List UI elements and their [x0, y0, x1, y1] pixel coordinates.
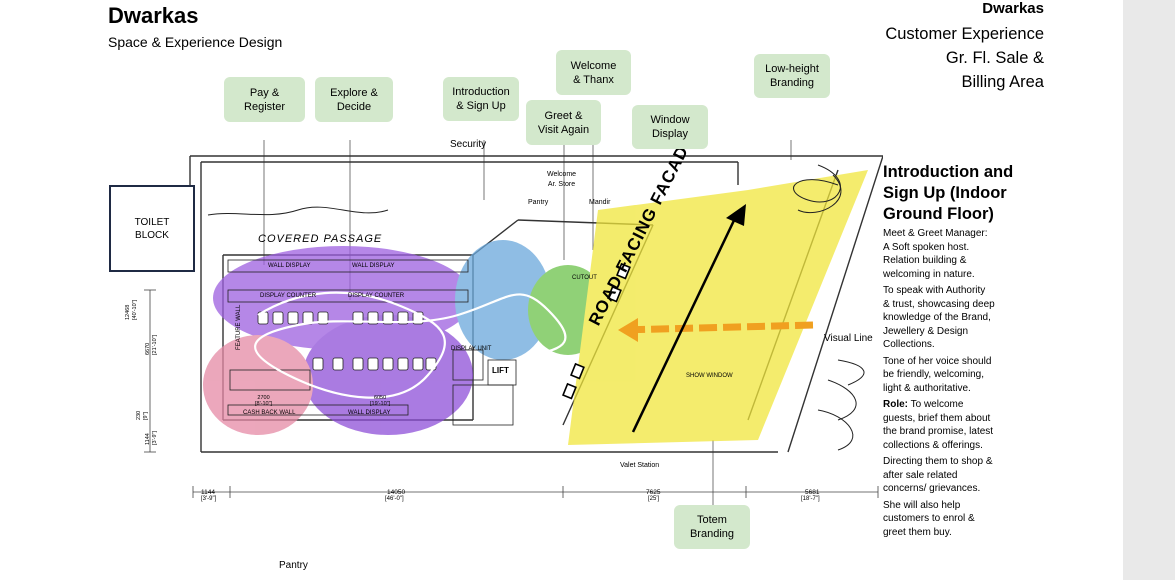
- dim-2b: [46'-0"]: [385, 496, 404, 502]
- toilet-block: TOILET BLOCK: [109, 185, 195, 272]
- panel-para-4: Role: To welcome guests, brief them abou…: [883, 398, 1015, 452]
- panel-para-2: To speak with Authority & trust, showcas…: [883, 285, 995, 350]
- dim-2: 14050: [387, 489, 406, 496]
- cutout-label: CUTOUT: [572, 275, 597, 281]
- pantry-bottom-label: Pantry: [279, 560, 308, 571]
- dim-inner-1: 2700 [8'-10"]: [255, 395, 273, 407]
- tag-totem-branding: Totem Branding: [674, 505, 750, 549]
- dim-v1: 12468 [40'-10"]: [125, 299, 138, 320]
- brand-subtitle: Space & Experience Design: [108, 34, 283, 50]
- dim-v4: 1144 [3'-9"]: [145, 430, 158, 445]
- tag-introduction-signup: Introduction & Sign Up: [443, 77, 519, 121]
- panel-para-3: Tone of her voice should be friendly, we…: [883, 355, 992, 394]
- wall-display-label-1: WALL DISPLAY: [268, 263, 311, 269]
- panel-body: Meet & Greet Manager: A Soft spoken host…: [883, 227, 1015, 539]
- dim-v3: 230 [9"]: [136, 410, 149, 420]
- tag-greet-visit-again: Greet & Visit Again: [526, 100, 601, 145]
- wall-display-label-2: WALL DISPLAY: [352, 263, 395, 269]
- panel-para-5: Directing them to shop & after sale rela…: [883, 456, 993, 494]
- covered-passage-label: COVERED PASSAGE: [258, 233, 383, 245]
- right-line-3: Billing Area: [961, 73, 1044, 91]
- panel-para-1: Meet & Greet Manager: A Soft spoken host…: [883, 228, 988, 280]
- dim-inner-2: 6050 [19'-10"]: [370, 395, 391, 407]
- dim-1: 1144: [201, 489, 215, 496]
- tag-low-height-branding: Low-height Branding: [754, 54, 830, 98]
- wall-display-label-3: WALL DISPLAY: [348, 410, 391, 416]
- role-label: Role:: [883, 399, 908, 410]
- floor-plan: [144, 140, 883, 508]
- display-counter-label-2: DISPLAY COUNTER: [348, 293, 405, 299]
- tag-explore-decide: Explore & Decide: [315, 77, 393, 122]
- right-line-2: Gr. Fl. Sale &: [945, 49, 1044, 67]
- mandir-label: Mandir: [589, 199, 611, 206]
- tag-pay-register: Pay & Register: [224, 77, 305, 122]
- description-panel: Introduction and Sign Up (Indoor Ground …: [883, 162, 1015, 542]
- right-brand: Dwarkas: [982, 0, 1044, 17]
- right-line-1: Customer Experience: [885, 25, 1044, 43]
- cash-back-wall-label: CASH BACK WALL: [243, 410, 296, 416]
- dim-4b: [18'-7"]: [801, 496, 820, 502]
- valet-station-label: Valet Station: [620, 462, 660, 469]
- visual-line-label: Visual Line: [824, 333, 873, 344]
- zones: [203, 170, 868, 445]
- dim-v2: 6670 [21'-10"]: [145, 334, 158, 355]
- dim-1b: [3'-9"]: [201, 496, 217, 502]
- feature-wall-label: FEATURE WALL: [236, 304, 242, 350]
- tag-window-display: Window Display: [632, 105, 708, 149]
- display-counter-label-1: DISPLAY COUNTER: [260, 293, 317, 299]
- panel-para-6: She will also help customers to enrol & …: [883, 499, 975, 538]
- welcome-ar-store-label: Welcome Ar. Store: [547, 171, 577, 188]
- show-window-label: SHOW WINDOW: [686, 373, 733, 379]
- display-unit-label: DISPLAY UNIT: [451, 346, 492, 352]
- role-text: To welcome guests, brief them about the …: [883, 399, 994, 451]
- dim-4: 5681: [805, 489, 820, 496]
- brand-title: Dwarkas: [108, 3, 199, 28]
- security-label: Security: [450, 139, 487, 150]
- dim-3b: [25']: [648, 496, 660, 502]
- panel-title: Introduction and Sign Up (Indoor Ground …: [883, 163, 1014, 223]
- tag-welcome-thanx: Welcome & Thanx: [556, 50, 631, 95]
- pantry-top-label: Pantry: [528, 199, 549, 206]
- dim-3: 7625: [646, 489, 661, 496]
- right-side-strip: [1123, 0, 1175, 580]
- lift-label: LIFT: [492, 366, 509, 375]
- header-right: Dwarkas Customer Experience Gr. Fl. Sale…: [885, 0, 1044, 94]
